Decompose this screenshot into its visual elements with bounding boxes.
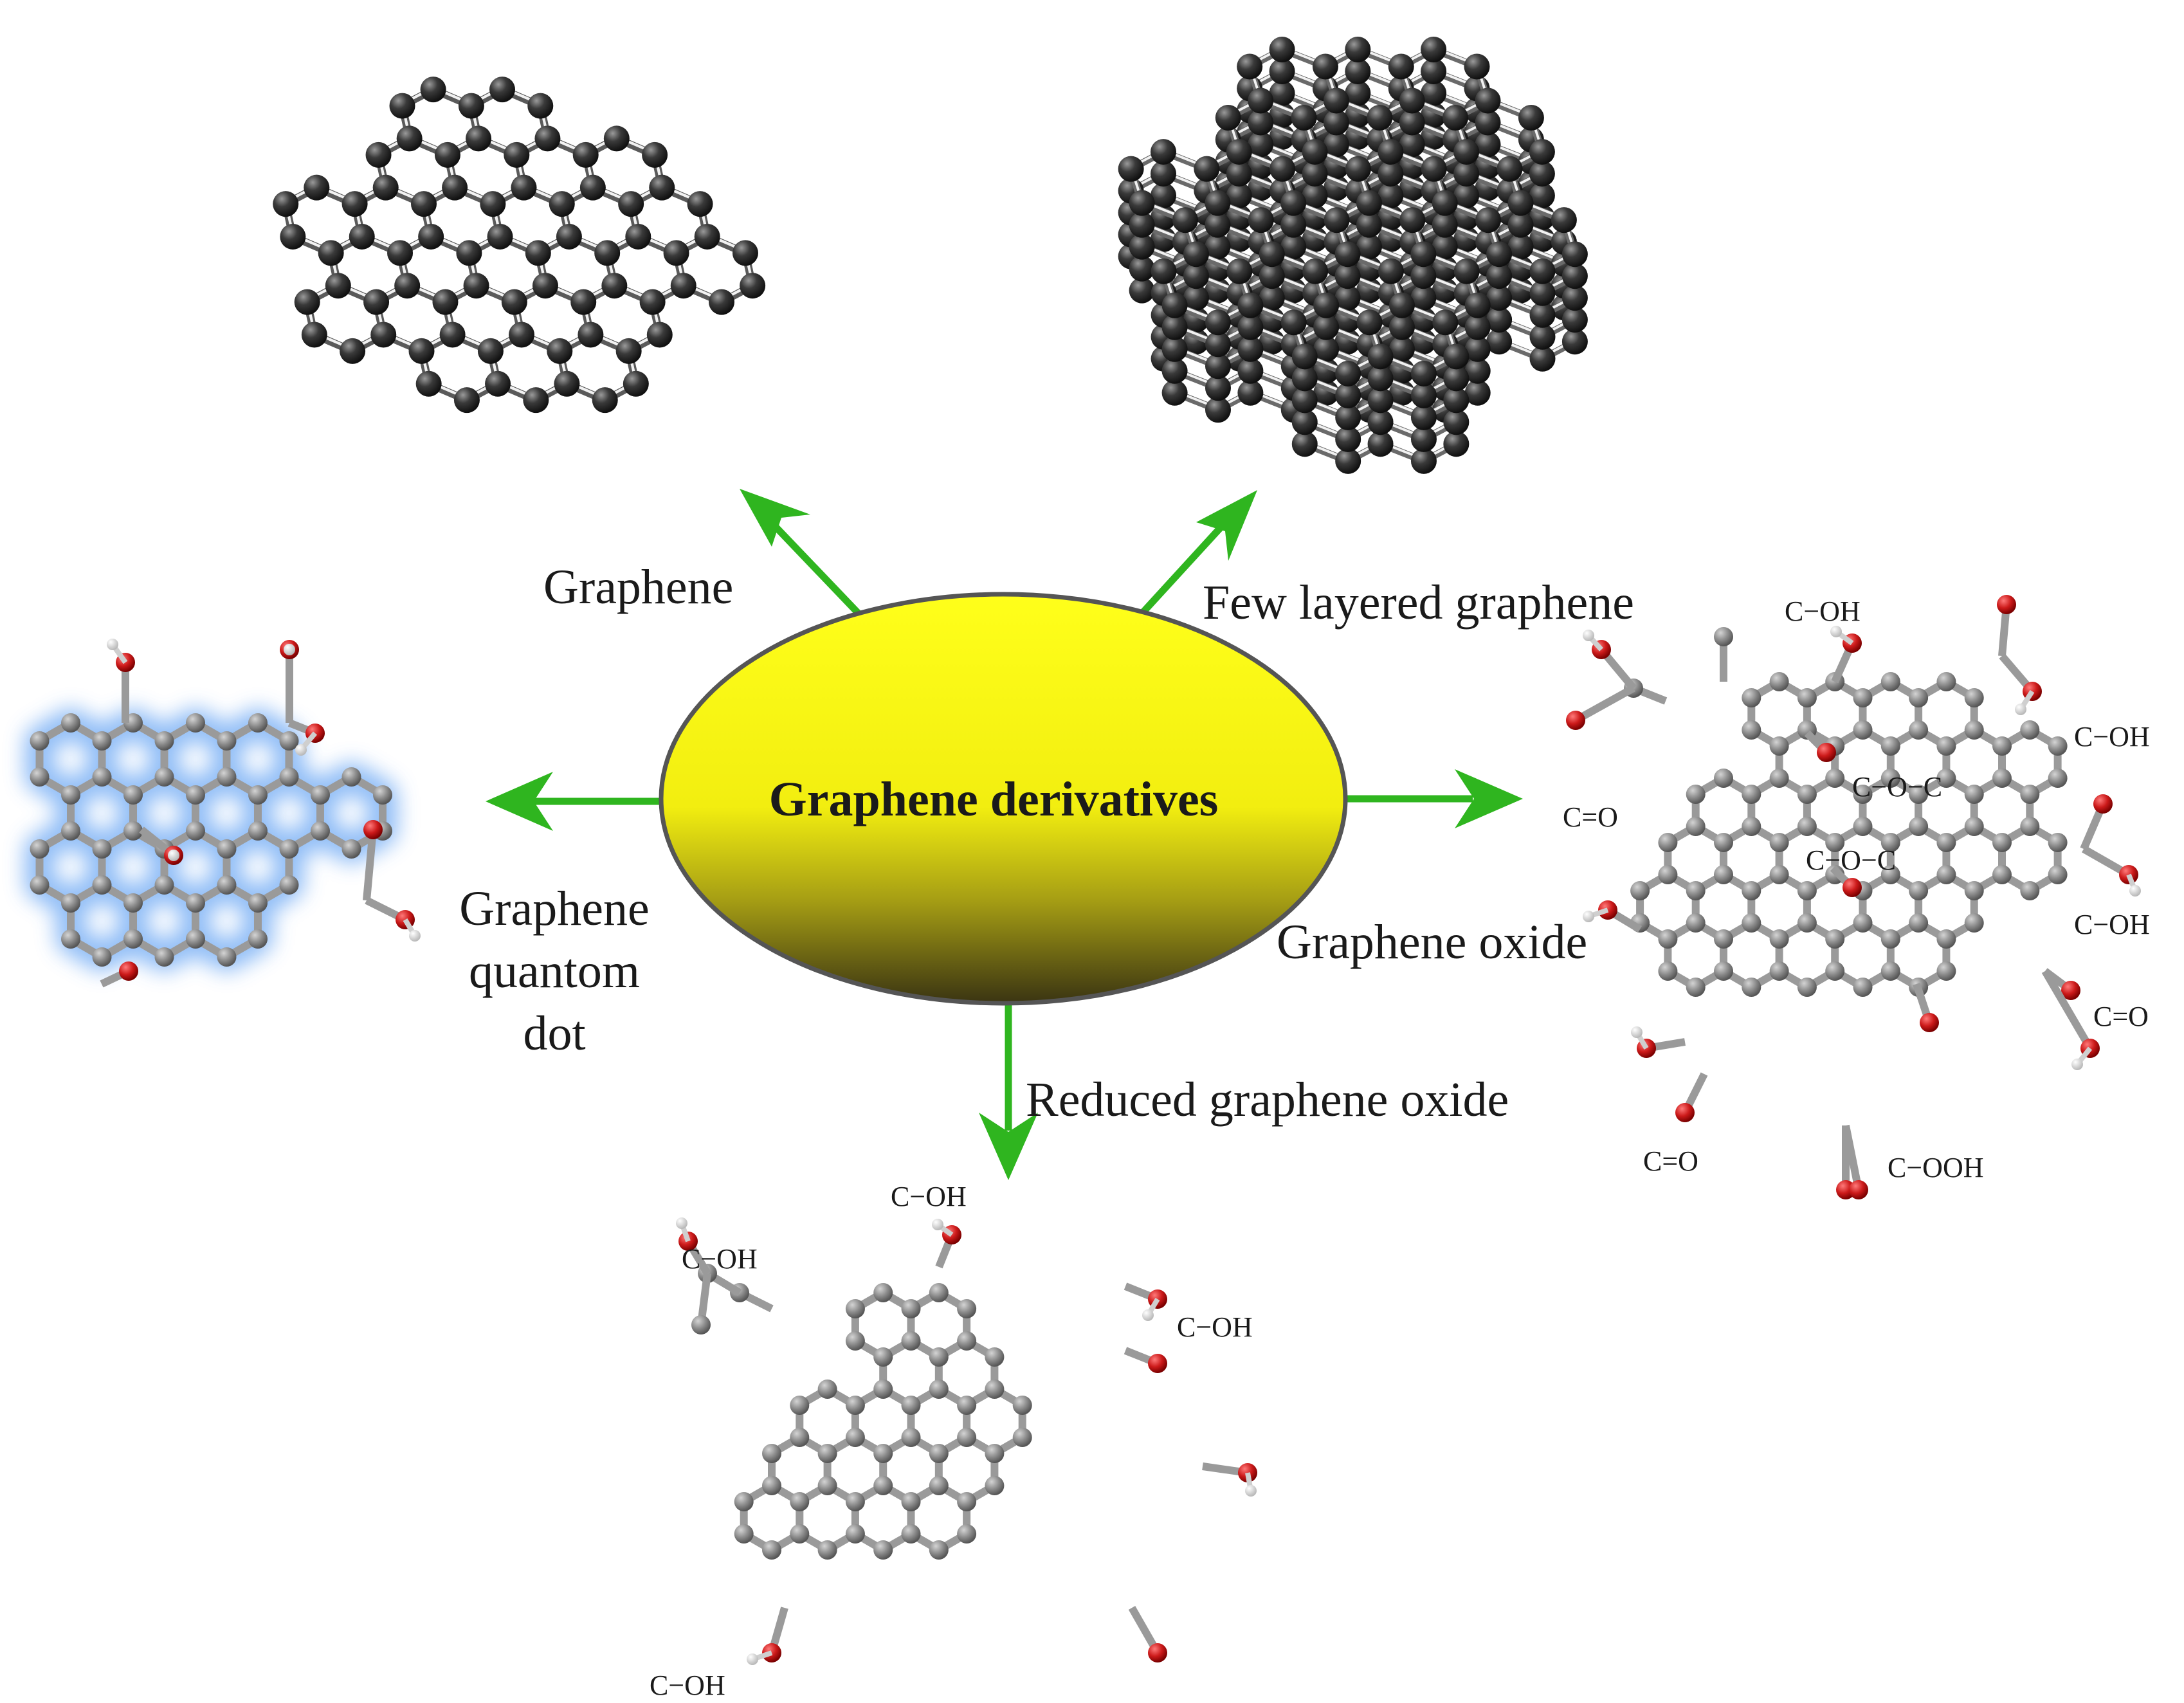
graphene-oxide-structure [1566,595,2141,1199]
label-few-layered-graphene: Few layered graphene [1203,576,1634,630]
go-label-coc-2: C−O−C [1806,844,1896,876]
graphene-quantum-dot-structure [24,639,421,988]
label-quantum-dot-line2: quantom [469,944,640,998]
rgo-label-right-oh: C−OH [1177,1311,1253,1343]
arrow-to-graphene [740,489,862,617]
label-graphene-oxide: Graphene oxide [1277,915,1587,969]
arrow-to-graphene-quantum-dot [486,772,662,831]
go-label-right-oh-2: C−OH [2074,909,2150,940]
go-label-right-oh-1: C−OH [2074,721,2150,752]
few-layered-graphene-structure [1118,36,1588,474]
label-quantum-dot-line3: dot [523,1006,585,1061]
go-label-bottom-co: C=O [1643,1145,1698,1177]
go-label-left-co: C=O [1563,801,1618,833]
label-reduced-graphene-oxide: Reduced graphene oxide [1026,1073,1509,1127]
central-ellipse [659,592,1348,1006]
label-graphene: Graphene [543,560,733,614]
arrow-to-few-layered-graphene [1135,490,1257,620]
label-quantum-dot-line1: Graphene [459,882,649,936]
go-label-coc-1: C−O−C [1852,771,1942,803]
arrow-to-reduced-graphene-oxide [979,1003,1038,1180]
go-label-top-oh: C−OH [1785,596,1861,627]
rgo-label-bottom-oh: C−OH [650,1670,725,1701]
rgo-label-top-oh: C−OH [891,1181,967,1212]
rgo-label-left-oh: C−OH [682,1243,758,1275]
reduced-graphene-oxide-structure [676,1217,1257,1665]
graphene-sheet-structure [273,77,766,414]
go-label-right-co: C=O [2093,1001,2149,1032]
arrow-to-graphene-oxide [1345,769,1523,828]
go-label-bottom-cooh: C−OOH [1888,1152,1984,1183]
center-title: Graphene derivatives [769,772,1219,826]
